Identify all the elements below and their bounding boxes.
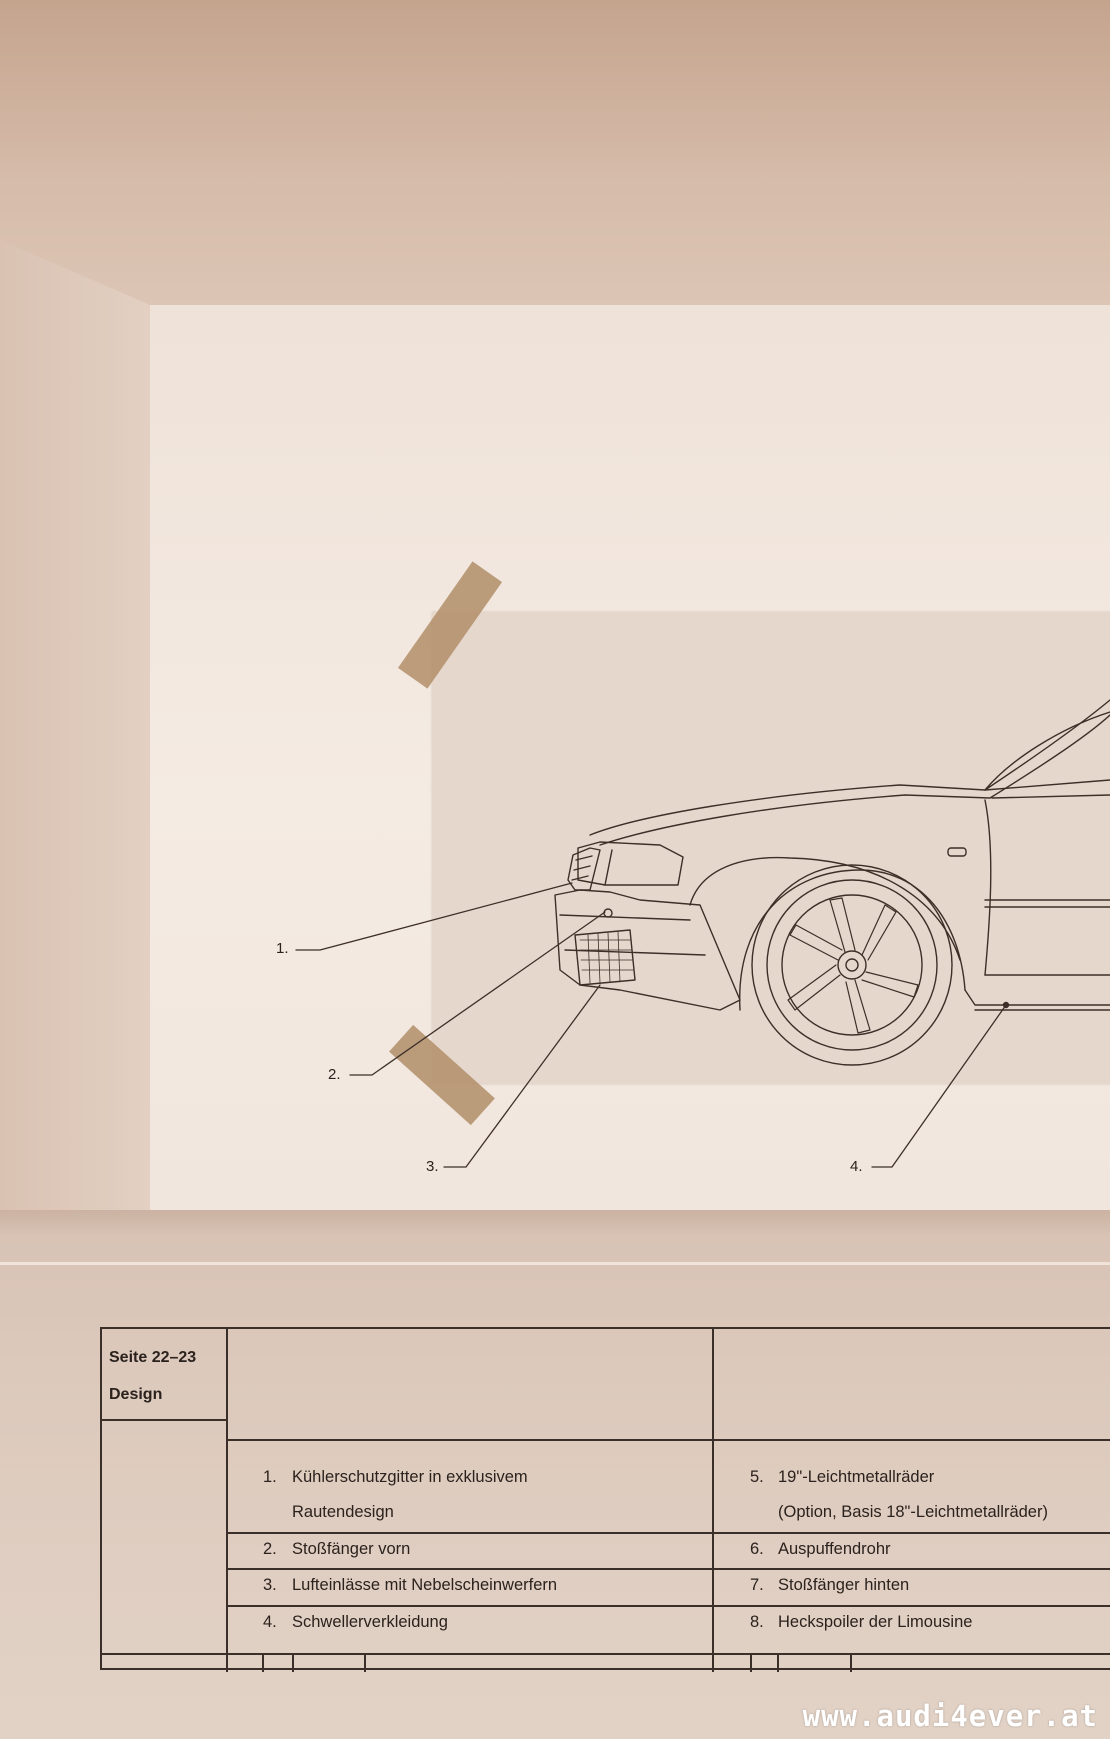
- box-ceiling: [0, 0, 1110, 305]
- item-5-number: 5.: [750, 1468, 764, 1486]
- item-1-text: Kühlerschutzgitter in exklusivem: [292, 1468, 528, 1486]
- item-1-number: 1.: [263, 1468, 277, 1486]
- callout-label-1: 1.: [276, 940, 289, 957]
- floor-edge-line: [0, 1262, 1110, 1265]
- item-3-text: Lufteinlässe mit Nebelscheinwerfern: [292, 1576, 558, 1594]
- callout-label-4: 4.: [850, 1158, 863, 1175]
- callout-label-2: 2.: [328, 1066, 341, 1083]
- section-name: Design: [109, 1386, 163, 1403]
- item-8-number: 8.: [750, 1613, 764, 1631]
- item-4-text: Schwellerverkleidung: [292, 1613, 448, 1631]
- item-8-text: Heckspoiler der Limousine: [778, 1613, 973, 1631]
- item-3-number: 3.: [263, 1576, 277, 1594]
- item-7-number: 7.: [750, 1576, 764, 1594]
- item-2-number: 2.: [263, 1540, 277, 1558]
- callout-label-3: 3.: [426, 1158, 439, 1175]
- box-floor: [0, 1210, 1110, 1739]
- item-6-number: 6.: [750, 1540, 764, 1558]
- page-reference: Seite 22–23: [109, 1349, 197, 1366]
- watermark-url: www.audi4ever.at: [802, 1699, 1098, 1733]
- item-7-text: Stoßfänger hinten: [778, 1576, 910, 1594]
- feature-table: Seite 22–23 Design 1. Kühlerschutzgitter…: [100, 1327, 1110, 1672]
- item-4-number: 4.: [263, 1613, 277, 1631]
- item-5-text-cont: (Option, Basis 18"-Leichtmetallräder): [778, 1503, 1048, 1521]
- box-left-wall: [0, 240, 150, 1260]
- item-2-text: Stoßfänger vorn: [292, 1540, 411, 1558]
- item-5-text: 19"-Leichtmetallräder: [778, 1468, 935, 1486]
- item-1-text-cont: Rautendesign: [292, 1503, 394, 1521]
- item-6-text: Auspuffendrohr: [778, 1540, 891, 1558]
